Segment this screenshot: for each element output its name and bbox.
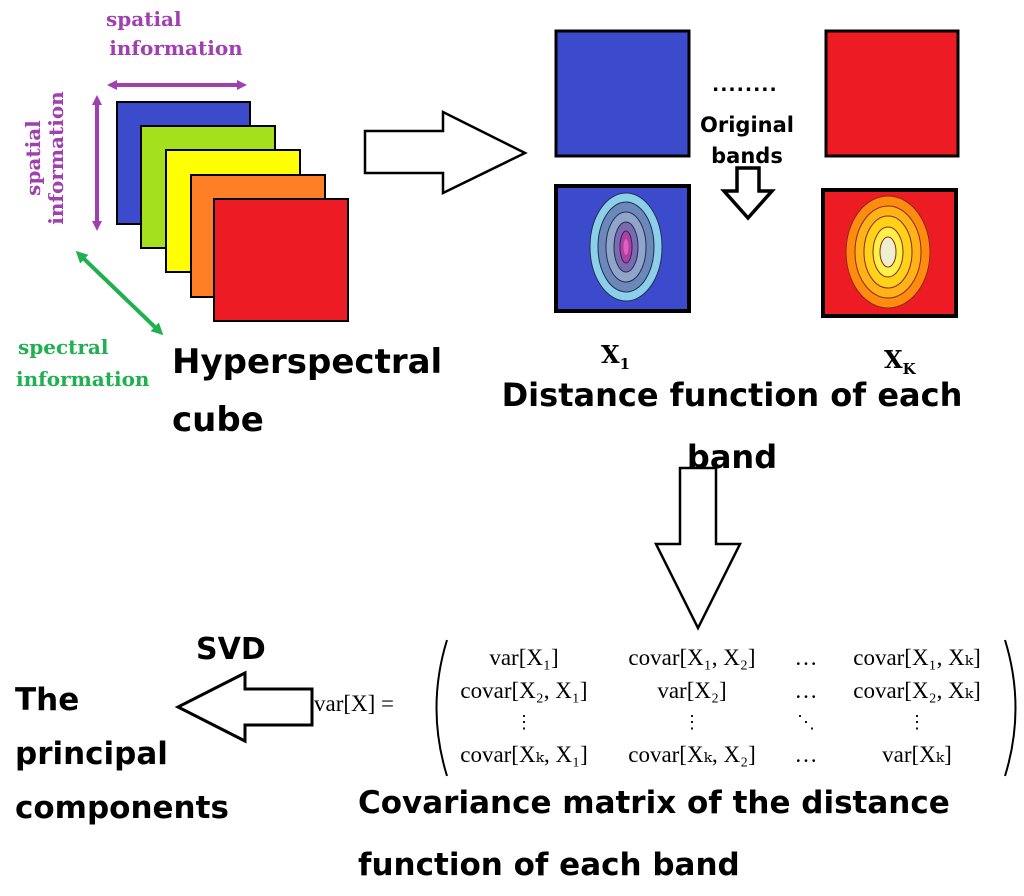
matrix-cell-3-1: ⋮ <box>515 711 533 732</box>
matrix-row-1: var[X₁] covar[X₁, X₂] … covar[X₁, Xₖ] <box>446 641 1004 674</box>
matrix-cell-4-3: … <box>794 742 818 767</box>
x1-main: X <box>601 340 620 369</box>
principal-line-3: components <box>15 790 229 826</box>
matrix-cell-2-4: covar[X₂, Xₖ] <box>853 677 981 703</box>
matrix-row-3: ⋮ ⋮ ⋱ ⋮ <box>446 707 1004 737</box>
principal-components-label: The principal components <box>15 673 229 835</box>
matrix-row-4: covar[Xₖ, X₁] covar[Xₖ, X₂] … var[Xₖ] <box>446 737 1004 773</box>
distance-function-caption: Distance function of each band <box>487 364 977 488</box>
hyperspectral-title-line-1: Hyperspectral <box>172 342 443 382</box>
original-bands-line-1: Original <box>700 113 794 137</box>
matrix-cell-2-1: covar[X₂, X₁] <box>460 677 588 703</box>
principal-line-2: principal <box>15 736 168 772</box>
principal-line-1: The <box>15 682 80 718</box>
svd-label: SVD <box>196 632 266 667</box>
matrix-cell-4-1: covar[Xₖ, X₁] <box>460 742 588 767</box>
matrix-cell-4-2: covar[Xₖ, X₂] <box>628 742 756 767</box>
matrix-left-paren <box>435 639 448 777</box>
spatial-left-line-1: spatial <box>21 120 45 196</box>
matrix-cell-1-1: var[X₁] <box>489 644 559 670</box>
spatial-left-label: spatial information <box>21 88 68 228</box>
spatial-top-line-2: information <box>109 36 243 60</box>
xk-main: X <box>884 345 903 374</box>
cube-to-bands-arrow <box>363 109 528 196</box>
covariance-caption-line-1: Covariance matrix of the distance <box>358 785 950 821</box>
band-dots: ........ <box>712 74 778 96</box>
distance-caption-line-1: Distance function of each <box>501 376 963 414</box>
spectral-diagonal-arrow <box>75 250 164 336</box>
original-bands-line-2: bands <box>711 144 783 168</box>
band-k-square <box>824 29 960 158</box>
spectral-line-1: spectral <box>18 335 109 359</box>
svd-left-arrow <box>174 670 314 744</box>
matrix-cell-2-2: var[X₂] <box>657 677 727 703</box>
distance-map-x1 <box>554 184 691 313</box>
covariance-matrix: var[X₁] covar[X₁, X₂] … covar[X₁, Xₖ] co… <box>446 641 1004 773</box>
x1-sub: 1 <box>619 354 631 373</box>
spatial-top-line-1: spatial <box>106 7 182 31</box>
bands-down-arrow <box>720 166 776 221</box>
covariance-caption: Covariance matrix of the distance functi… <box>358 772 950 896</box>
x1-label: X1 <box>601 340 630 373</box>
cube-band-5 <box>213 198 349 322</box>
hyperspectral-cube-title: Hyperspectral cube <box>172 333 442 449</box>
matrix-lhs: var[X] = <box>314 691 395 716</box>
spatial-left-line-2: information <box>44 91 68 225</box>
matrix-cell-1-4: covar[X₁, Xₖ] <box>853 644 981 670</box>
matrix-cell-3-2: ⋮ <box>683 711 701 732</box>
matrix-cell-3-3: ⋱ <box>797 711 815 732</box>
distance-caption-line-2: band <box>686 438 778 476</box>
matrix-cell-3-4: ⋮ <box>908 711 926 732</box>
hyperspectral-cube <box>116 101 349 322</box>
covariance-caption-line-2: function of each band <box>358 847 740 883</box>
distance-to-covariance-arrow <box>653 466 743 631</box>
original-bands-label: Original bands <box>700 110 794 172</box>
band-1-square <box>554 29 691 158</box>
spatial-top-label: spatial information <box>106 5 246 63</box>
matrix-row-2: covar[X₂, X₁] var[X₂] … covar[X₂, Xₖ] <box>446 674 1004 707</box>
distance-map-xk <box>821 188 958 318</box>
xk-label: XK <box>884 345 916 378</box>
spectral-label: spectral information <box>16 331 149 395</box>
hyperspectral-title-line-2: cube <box>172 400 264 440</box>
matrix-cell-4-4: var[Xₖ] <box>882 742 952 767</box>
spectral-line-2: information <box>16 367 150 391</box>
matrix-cell-1-3: … <box>794 644 818 670</box>
matrix-right-paren <box>1004 639 1017 777</box>
matrix-cell-1-2: covar[X₁, X₂] <box>628 644 756 670</box>
xk-sub: K <box>902 359 916 378</box>
matrix-cell-2-3: … <box>794 677 818 703</box>
